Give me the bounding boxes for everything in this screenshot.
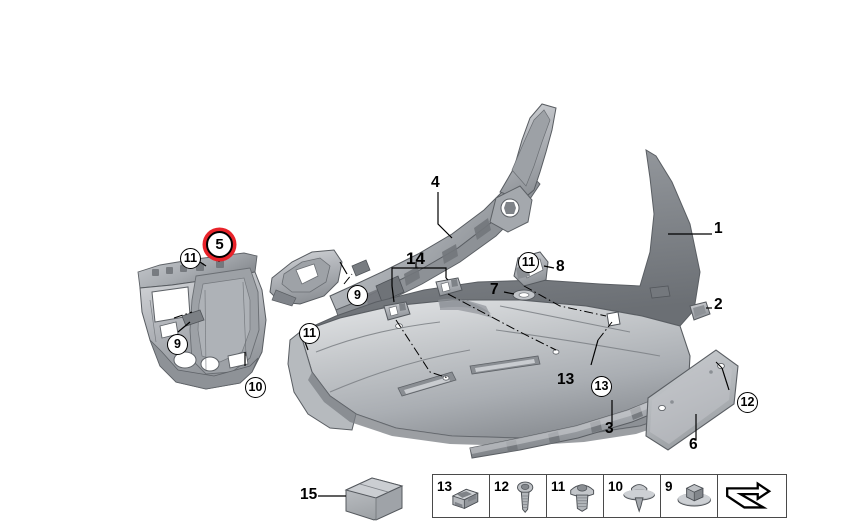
callout-6: 6: [689, 436, 698, 453]
fastener-legend: 13 12: [432, 474, 787, 518]
fastener-bubble-11-left-bracket[interactable]: 11: [180, 248, 201, 269]
callout-5-selected[interactable]: 5: [206, 231, 233, 258]
part-clip-cover-cap: [689, 301, 711, 321]
callout-7: 7: [490, 281, 499, 298]
callout-8: 8: [556, 258, 565, 275]
legend-label-11: 11: [551, 479, 566, 494]
legend-cell-10[interactable]: 10: [604, 475, 661, 517]
callout-14: 14: [406, 249, 425, 268]
callout-13-plain: 13: [557, 371, 575, 388]
part-foam-block: [344, 477, 404, 521]
legend-label-10: 10: [608, 479, 624, 494]
part-sensor-holder-set: [383, 277, 463, 321]
legend-cell-13[interactable]: 13: [433, 475, 490, 517]
fastener-bubble-11-tow-bracket[interactable]: 11: [518, 252, 539, 273]
part-left-mounting-bracket: [137, 252, 267, 390]
fastener-bubble-13-cover[interactable]: 13: [591, 376, 612, 397]
part-impact-beam-carrier: [269, 103, 557, 323]
u-nut-clip-icon: [451, 488, 479, 510]
leader-lines-dashdot: [173, 273, 723, 379]
push-pin-rivet-icon: [623, 484, 655, 513]
legend-cell-9[interactable]: 9: [661, 475, 718, 517]
fastener-bubble-12-plate-base[interactable]: 12: [737, 392, 758, 413]
legend-label-13: 13: [437, 479, 453, 494]
legend-cell-12[interactable]: 12: [490, 475, 547, 517]
legend-label-9: 9: [665, 479, 673, 494]
fastener-bubble-9-impact-beam[interactable]: 9: [347, 285, 368, 306]
legend-cell-11[interactable]: 11: [547, 475, 604, 517]
fastener-bubble-10-left-bracket[interactable]: 10: [245, 377, 266, 398]
part-gasket-seal: [512, 289, 536, 301]
direction-arrow-icon: [726, 481, 772, 509]
callout-1: 1: [714, 220, 723, 237]
part-bumper-cover-panel: [287, 149, 701, 446]
fastener-bubble-9-left-bracket[interactable]: 9: [167, 334, 188, 355]
torx-screw-long-icon: [517, 481, 534, 513]
flange-hex-nut-icon: [677, 484, 711, 507]
callout-15: 15: [300, 486, 318, 503]
callout-3: 3: [605, 420, 614, 437]
legend-label-12: 12: [494, 479, 510, 494]
pan-head-screw-icon: [570, 484, 595, 512]
fastener-bubble-11-cover-side[interactable]: 11: [299, 323, 320, 344]
callout-2: 2: [714, 296, 723, 313]
callout-4: 4: [431, 174, 440, 191]
part-licence-plate-base: [645, 349, 739, 451]
legend-cell-direction[interactable]: [718, 475, 786, 517]
